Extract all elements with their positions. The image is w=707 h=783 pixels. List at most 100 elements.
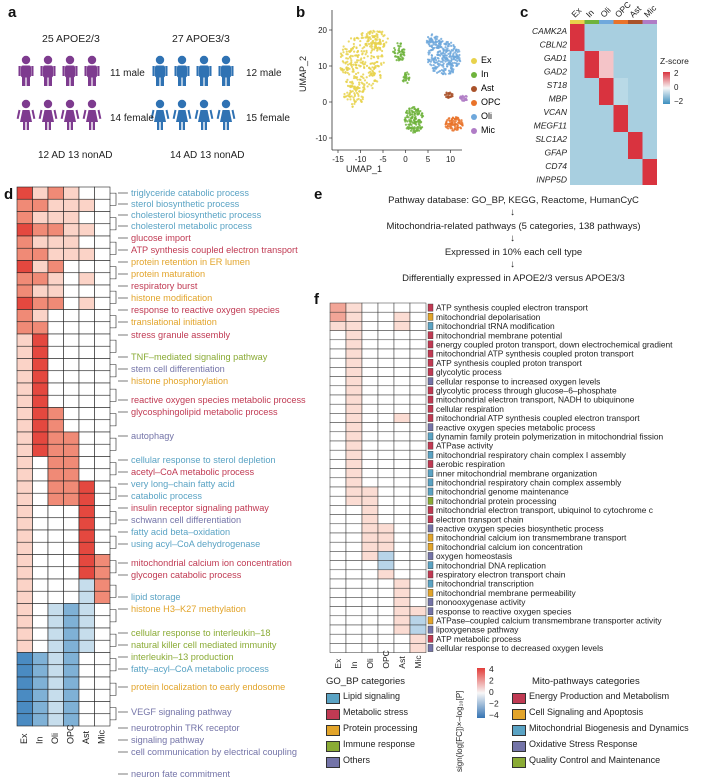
heatmap-cell: [628, 51, 643, 65]
heatmap-cell: [393, 357, 411, 368]
umap-xtick: 10: [446, 155, 455, 164]
heatmap-cell: [94, 566, 111, 580]
mito-term-label: monooxygenase activity: [436, 597, 526, 607]
heatmap-cell: [599, 105, 614, 119]
heatmap-cell: [78, 713, 95, 727]
heatmap-cell: [613, 51, 628, 65]
heatmap-cell: [329, 633, 347, 644]
heatmap-cell: [642, 37, 657, 51]
zscore-colorbar: [663, 72, 670, 104]
heatmap-cell: [32, 664, 49, 678]
heatmap-cell: [599, 91, 614, 105]
heatmap-cell: [345, 440, 363, 451]
heatmap-cell: [32, 345, 49, 359]
category-label: Energy Production and Metabolism: [529, 691, 670, 701]
heatmap-cell: [628, 64, 643, 78]
heatmap-cell: [63, 578, 80, 592]
male-person-icon: [18, 55, 34, 86]
heatmap-column-label: Mic: [642, 2, 659, 19]
heatmap-cell: [570, 105, 585, 119]
mito-term-label: glycolytic process through glucose–6–pho…: [436, 386, 617, 396]
mito-term-label: response to reactive oxygen species: [436, 606, 571, 616]
heatmap-cell: [78, 443, 95, 457]
heatmap-cell: [345, 321, 363, 331]
umap-ytick: 20: [318, 26, 327, 35]
heatmap-cell: [47, 713, 64, 727]
heatmap-cell: [409, 551, 427, 561]
heatmap-cell: [377, 541, 395, 552]
group2-header: 27 APOE3/3: [172, 33, 230, 45]
heatmap-cell: [361, 376, 379, 387]
heatmap-cell: [63, 431, 80, 445]
heatmap-cell: [94, 345, 111, 359]
mito-term-label: lipoxygenase pathway: [436, 625, 519, 635]
heatmap-cell: [345, 606, 363, 617]
heatmap-cell: [16, 272, 33, 286]
heatmap-cell: [345, 551, 363, 561]
heatmap-cell: [361, 643, 379, 653]
heatmap-cell: [613, 145, 628, 159]
heatmap-cell: [16, 370, 33, 384]
go-term-label: triglyceride catabolic process: [131, 188, 249, 198]
heatmap-cell: [47, 419, 64, 433]
heatmap-cell: [32, 431, 49, 445]
heatmap-cell: [377, 394, 395, 405]
male-person-icon: [196, 55, 212, 86]
heatmap-column-label: In: [349, 661, 359, 668]
heatmap-cell: [409, 477, 427, 488]
category-marker: [427, 303, 434, 312]
mito-term-label: mitochondrial protein processing: [436, 496, 557, 506]
heatmap-cell: [361, 468, 379, 479]
group1-male-count: 11 male: [110, 68, 145, 79]
mito-categories-legend: Mito-pathways categories Energy Producti…: [512, 676, 707, 776]
heatmap-cell: [94, 223, 111, 237]
umap-legend-label: Ast: [481, 83, 495, 93]
heatmap-cell: [94, 615, 111, 629]
umap-cluster: [444, 116, 464, 132]
group1-header: 25 APOE2/3: [42, 33, 100, 45]
heatmap-cell: [329, 302, 347, 313]
heatmap-cell: [329, 394, 347, 405]
heatmap-cell: [32, 701, 49, 715]
heatmap-cell: [16, 321, 33, 335]
category-marker: [427, 552, 434, 560]
heatmap-cell: [16, 713, 33, 727]
heatmap-cell: [393, 422, 411, 433]
heatmap-cell: [409, 606, 427, 617]
heatmap-cell: [361, 403, 379, 414]
panel-label-a: a: [8, 4, 17, 21]
heatmap-cell: [47, 554, 64, 568]
heatmap-cell: [94, 517, 111, 531]
heatmap-cell: [409, 357, 427, 368]
heatmap-cell: [78, 345, 95, 359]
heatmap-cell: [345, 624, 363, 635]
heatmap-cell: [377, 449, 395, 460]
heatmap-cell: [409, 615, 427, 626]
heatmap-cell: [63, 639, 80, 653]
category-label: Others: [343, 755, 371, 765]
heatmap-cell: [32, 260, 49, 274]
heatmap-cell: [47, 541, 64, 555]
heatmap-cell: [361, 541, 379, 552]
legend-dot-icon: [471, 114, 477, 120]
category-label: Protein processing: [343, 723, 418, 733]
heatmap-cell: [599, 145, 614, 159]
heatmap-cell: [78, 247, 95, 261]
female-person-icon: [60, 99, 80, 130]
mito-term-label: mitochondrial respiratory chain complex …: [436, 478, 622, 488]
heatmap-cell: [32, 615, 49, 629]
go-term-label: histone modification: [131, 293, 212, 303]
go-term-label: autophagy: [131, 431, 174, 441]
heatmap-cell: [16, 186, 33, 200]
mito-term-label: mitochondrial transcription: [436, 579, 534, 589]
heatmap-cell: [78, 296, 95, 310]
category-marker: [427, 386, 434, 395]
heatmap-cell: [377, 376, 395, 387]
group1-female-count: 14 female: [110, 113, 154, 124]
heatmap-cell: [16, 676, 33, 690]
heatmap-cell: [329, 486, 347, 497]
mito-term-label: mitochondrial DNA replication: [436, 560, 546, 570]
heatmap-cell: [47, 211, 64, 225]
umap-cluster: [343, 82, 365, 108]
heatmap-cell: [584, 132, 599, 146]
